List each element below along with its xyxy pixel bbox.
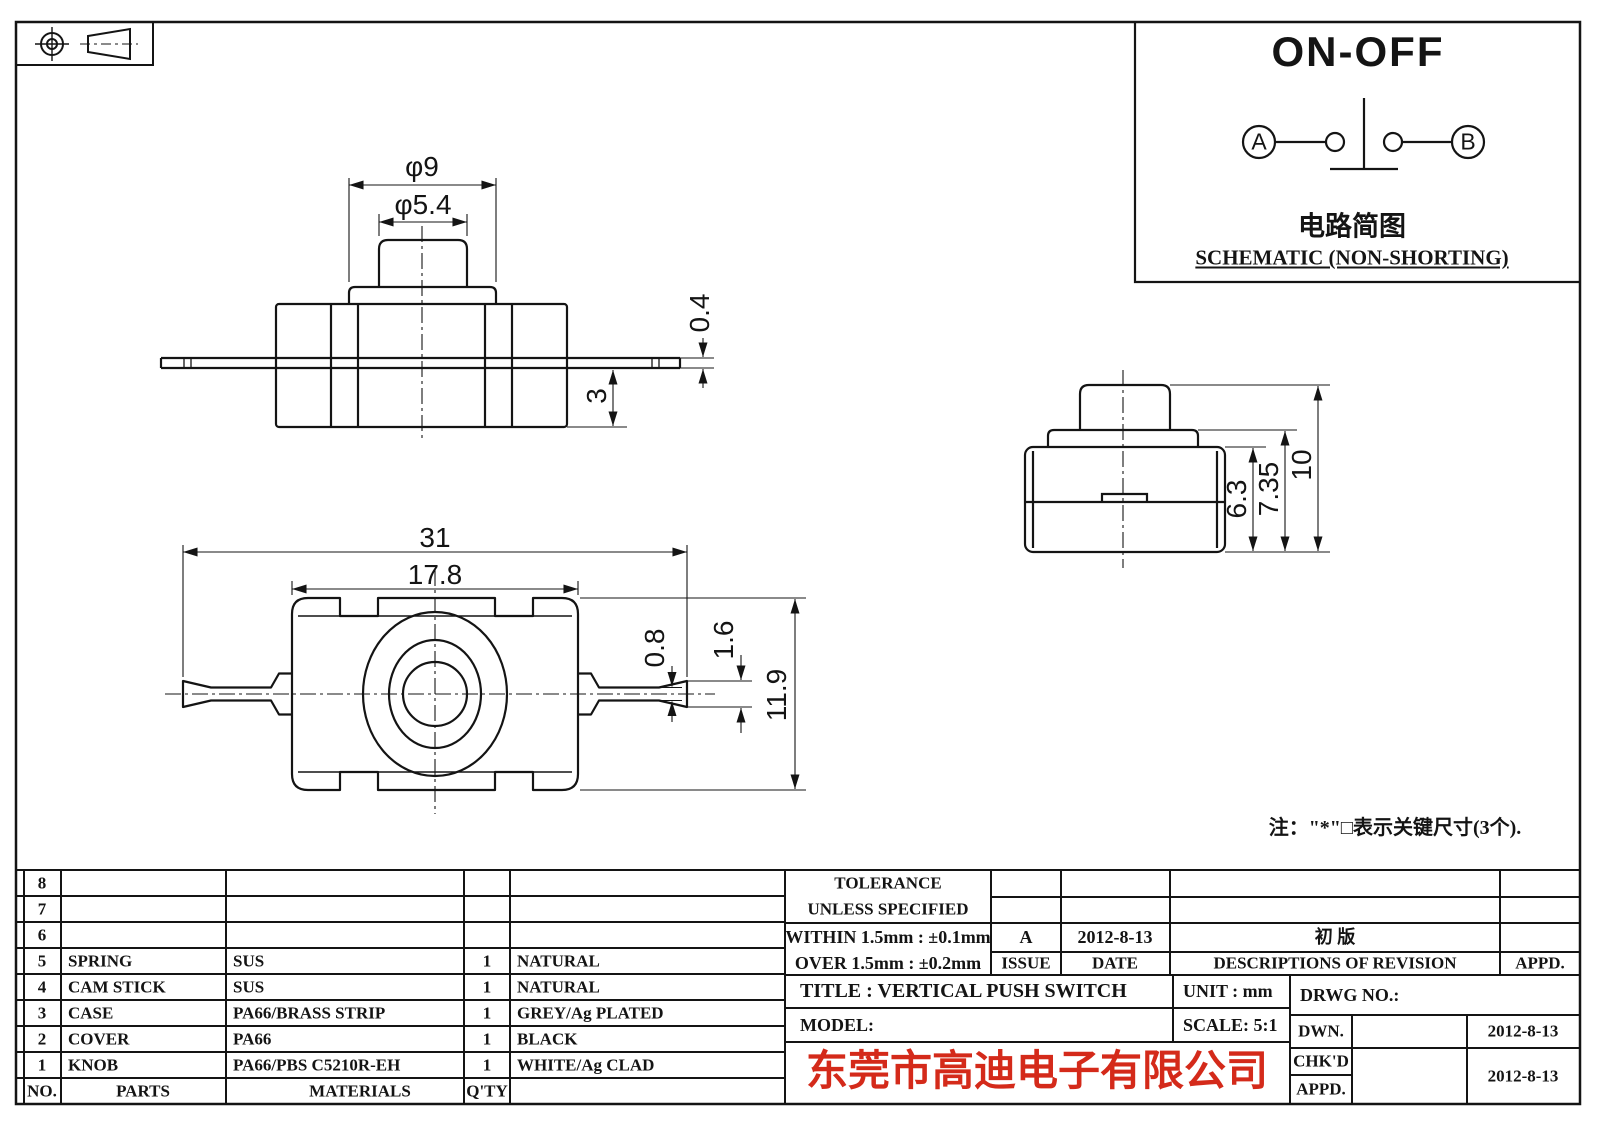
dim-17-8: 17.8: [407, 559, 463, 590]
part-finish: GREY/Ag PLATED: [517, 1003, 664, 1023]
table-grid: [16, 869, 1580, 1104]
part-no: 6: [37, 925, 47, 945]
part-no: 3: [37, 1003, 47, 1023]
revision-date-label: DATE: [1092, 953, 1138, 973]
part-no: 8: [37, 873, 47, 893]
dim-3: 3: [581, 388, 612, 404]
key-dimension-note: 注："*"□表示关键尺寸(3个).: [1268, 817, 1522, 839]
chkd-label: CHK'D: [1293, 1051, 1349, 1071]
dwn-date: 2012-8-13: [1487, 1021, 1559, 1041]
projection-symbol: [16, 22, 154, 66]
part-name: CASE: [68, 1003, 114, 1023]
terminal-b-label: B: [1460, 128, 1476, 155]
part-qty: 1: [482, 1029, 492, 1049]
schematic-caption-en: SCHEMATIC (NON-SHORTING): [1195, 245, 1509, 270]
part-qty: 1: [482, 951, 492, 971]
dim-6-3: 6.3: [1221, 479, 1252, 519]
part-no: 2: [37, 1029, 47, 1049]
dim-11-9: 11.9: [761, 668, 792, 722]
unit-field: UNIT : mm: [1183, 981, 1273, 1001]
dim-10: 10: [1286, 449, 1317, 481]
part-finish: NATURAL: [517, 977, 600, 997]
part-no: 7: [37, 899, 47, 919]
dim-7-35: 7.35: [1253, 461, 1284, 517]
tolerance-line2: UNLESS SPECIFIED: [807, 899, 969, 919]
part-material: PA66/PBS C5210R-EH: [233, 1055, 401, 1075]
part-name: COVER: [68, 1029, 130, 1049]
tolerance-within: WITHIN 1.5mm : ±0.1mm: [785, 927, 991, 947]
appd-label: APPD.: [1296, 1079, 1346, 1099]
company-name: 东莞市高迪电子有限公司: [805, 1049, 1269, 1095]
revision-description-value: 初 版: [1314, 927, 1356, 947]
part-no: 4: [37, 977, 47, 997]
revision-date-value: 2012-8-13: [1077, 927, 1153, 947]
drwg-no-field: DRWG NO.:: [1300, 985, 1400, 1005]
tolerance-over: OVER 1.5mm : ±0.2mm: [794, 953, 982, 973]
top-view-dims: [165, 545, 806, 814]
dwn-label: DWN.: [1298, 1021, 1344, 1041]
part-qty: 1: [482, 1055, 492, 1075]
part-qty: 1: [482, 1003, 492, 1023]
part-no: 1: [37, 1055, 47, 1075]
parts-header-qty: Q'TY: [466, 1081, 508, 1101]
part-name: SPRING: [68, 951, 133, 971]
schematic-caption-cn: 电路简图: [1298, 211, 1406, 242]
schematic-diagram: [1133, 22, 1580, 284]
parts-header-materials: MATERIALS: [309, 1081, 411, 1101]
terminal-a-label: A: [1251, 128, 1267, 155]
dim-0-8: 0.8: [639, 628, 670, 668]
part-material: SUS: [233, 977, 265, 997]
part-qty: 1: [482, 977, 492, 997]
part-finish: NATURAL: [517, 951, 600, 971]
part-material: PA66/BRASS STRIP: [233, 1003, 386, 1023]
tolerance-line1: TOLERANCE: [834, 873, 942, 893]
part-finish: WHITE/Ag CLAD: [517, 1055, 655, 1075]
dim-1-6: 1.6: [708, 620, 739, 660]
part-finish: BLACK: [517, 1029, 578, 1049]
parts-header-parts: PARTS: [116, 1081, 170, 1101]
title-field: TITLE : VERTICAL PUSH SWITCH: [800, 980, 1127, 1002]
model-field: MODEL:: [800, 1015, 874, 1035]
part-name: CAM STICK: [68, 977, 166, 997]
chkd-date: 2012-8-13: [1487, 1066, 1559, 1086]
dim-0-4: 0.4: [684, 293, 715, 333]
side-view-dims: [1122, 370, 1330, 568]
dim-phi54: φ5.4: [394, 189, 452, 220]
front-view-dims: [348, 178, 714, 438]
dim-phi9: φ9: [405, 151, 439, 182]
scale-field: SCALE: 5:1: [1183, 1015, 1278, 1035]
revision-appd-label: APPD.: [1515, 953, 1565, 973]
parts-header-no: NO.: [27, 1081, 57, 1101]
part-material: PA66: [233, 1029, 272, 1049]
dim-31: 31: [419, 522, 451, 553]
sheet-border: [14, 20, 1582, 1106]
revision-issue-label: ISSUE: [1001, 953, 1051, 973]
part-no: 5: [37, 951, 47, 971]
side-view: [1023, 383, 1227, 554]
revision-issue-value: A: [1019, 927, 1033, 947]
part-material: SUS: [233, 951, 265, 971]
schematic-title: ON-OFF: [1271, 28, 1445, 75]
part-name: KNOB: [68, 1055, 119, 1075]
revision-description-label: DESCRIPTIONS OF REVISION: [1213, 953, 1457, 973]
